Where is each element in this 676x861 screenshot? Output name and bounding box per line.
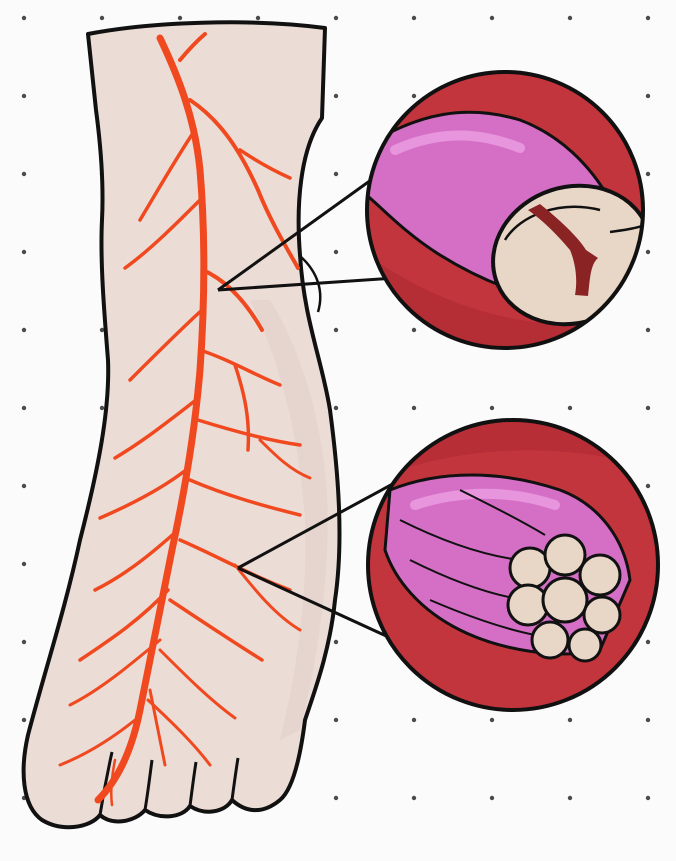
grid-dot [646,94,650,98]
grid-dot [568,796,572,800]
magnified-view-nerve-bundle [368,420,660,710]
grid-dot [22,328,26,332]
grid-dot [412,328,416,332]
grid-dot [646,406,650,410]
grid-dot [100,16,104,20]
grid-dot [646,718,650,722]
grid-dot [646,250,650,254]
grid-dot [568,16,572,20]
grid-dot [412,94,416,98]
grid-dot [256,16,260,20]
grid-dot [412,16,416,20]
grid-dot [22,406,26,410]
grid-dot [334,328,338,332]
fascicle [532,622,568,658]
grid-dot [412,718,416,722]
grid-dot [100,328,104,332]
grid-dot [22,640,26,644]
grid-dot [334,94,338,98]
grid-dot [568,718,572,722]
grid-dot [22,250,26,254]
grid-dot [100,406,104,410]
grid-dot [412,796,416,800]
grid-dot [22,16,26,20]
grid-dot [22,94,26,98]
grid-dot [490,16,494,20]
grid-dot [334,406,338,410]
grid-dot [646,640,650,644]
grid-dot [178,16,182,20]
fascicle [584,597,620,633]
fascicle [508,585,548,625]
fascicle [545,535,585,575]
grid-dot [646,172,650,176]
grid-dot [490,406,494,410]
grid-dot [646,328,650,332]
grid-dot [22,484,26,488]
grid-dot [334,16,338,20]
grid-dot [646,484,650,488]
fascicle [569,629,601,661]
grid-dot [646,16,650,20]
fascicle [580,555,620,595]
grid-dot [334,250,338,254]
grid-dot [334,718,338,722]
grid-dot [22,562,26,566]
grid-dot [568,406,572,410]
grid-dot [334,172,338,176]
grid-dot [490,718,494,722]
grid-dot [334,640,338,644]
grid-dot [490,796,494,800]
grid-dot [334,796,338,800]
grid-dot [22,718,26,722]
grid-dot [646,796,650,800]
fascicle [543,578,587,622]
grid-dot [22,172,26,176]
grid-dot [412,406,416,410]
